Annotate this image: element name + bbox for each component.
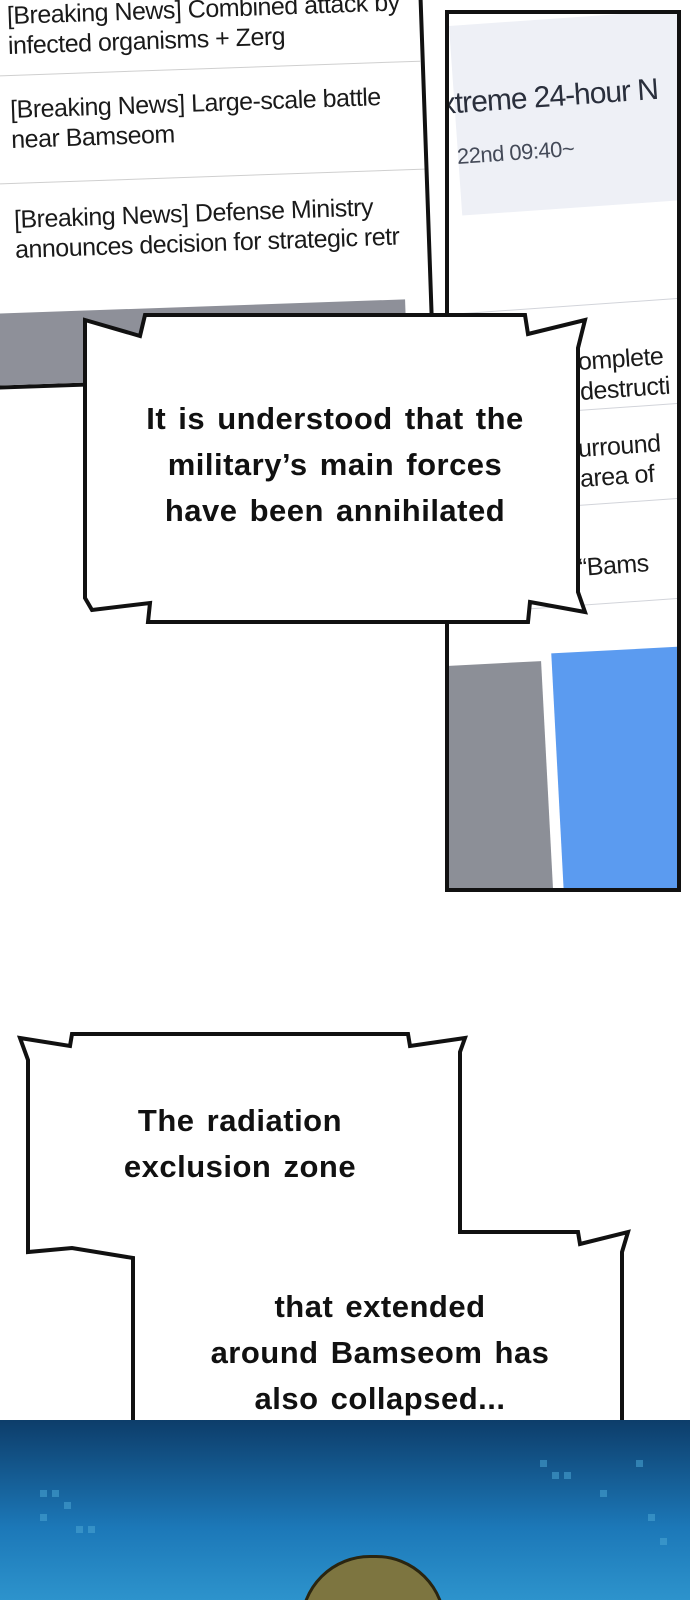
grid-dot — [52, 1490, 59, 1497]
caption-box-1: It is understood that the military’s mai… — [90, 396, 580, 534]
caption-line: military’s main forces — [167, 447, 503, 482]
grid-dot — [40, 1514, 47, 1521]
caption-line: around Bamseom has — [210, 1335, 550, 1370]
grid-dot — [600, 1490, 607, 1497]
caption-line: It is understood that the — [146, 401, 524, 436]
grid-dot — [564, 1472, 571, 1479]
caption-line: also collapsed... — [254, 1381, 506, 1416]
caption-line: exclusion zone — [123, 1149, 357, 1184]
grid-dot — [648, 1514, 655, 1521]
grid-dot — [76, 1526, 83, 1533]
grid-dot — [636, 1460, 643, 1467]
background-scene — [0, 1420, 690, 1600]
grid-dot — [540, 1460, 547, 1467]
caption-line: that extended — [274, 1289, 486, 1324]
grid-dot — [88, 1526, 95, 1533]
caption-box-3: that extended around Bamseom has also co… — [175, 1284, 585, 1422]
grid-dot — [552, 1472, 559, 1479]
caption-line: The radiation — [137, 1103, 343, 1138]
caption-line: have been annihilated — [164, 493, 506, 528]
caption-box-2: The radiation exclusion zone — [70, 1098, 410, 1190]
grid-dot — [64, 1502, 71, 1509]
caption-box-1-frame — [83, 313, 589, 624]
grid-dot — [40, 1490, 47, 1497]
character-head — [300, 1555, 446, 1600]
grid-dot — [660, 1538, 667, 1545]
